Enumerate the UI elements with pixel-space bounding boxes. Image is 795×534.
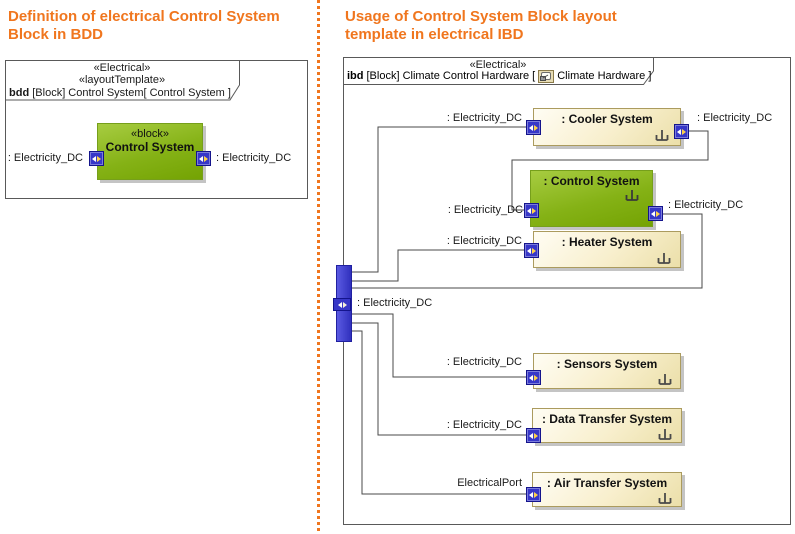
- data-transfer-left-port-label: : Electricity_DC: [446, 419, 522, 431]
- flow-right-arrow-icon: [532, 207, 536, 214]
- bdd-frame-header-shape: [5, 60, 240, 101]
- right-panel-title: Usage of Control System Block layout tem…: [345, 8, 617, 43]
- connector-bar-to-data-transfer[interactable]: [352, 322, 527, 436]
- port-cooler-left[interactable]: [526, 120, 541, 135]
- port-cooler-right[interactable]: [674, 124, 689, 139]
- port-heater-left[interactable]: [524, 243, 539, 258]
- flow-right-arrow-icon: [534, 124, 538, 131]
- flow-left-arrow-icon: [527, 247, 531, 254]
- control-left-port-label: : Electricity_DC: [447, 204, 523, 216]
- connector-bar-to-cooler[interactable]: [352, 126, 526, 273]
- flow-left-arrow-icon: [527, 207, 531, 214]
- flow-right-arrow-icon: [204, 155, 208, 162]
- bdd-diagram-kind: bdd: [9, 87, 30, 99]
- left-panel-title: Definition of electrical Control System …: [8, 8, 280, 43]
- bdd-stereotype-electrical: «Electrical»: [93, 62, 151, 74]
- port-air-transfer-left[interactable]: [526, 487, 541, 502]
- part-air-transfer-system[interactable]: : Air Transfer System: [532, 472, 682, 507]
- flow-left-arrow-icon: [529, 432, 533, 439]
- flow-right-arrow-icon: [656, 210, 660, 217]
- air-transfer-left-port-label: ElectricalPort: [457, 477, 522, 489]
- part-sensors-system[interactable]: : Sensors System: [533, 353, 681, 389]
- block-name: Control System: [105, 140, 195, 154]
- bdd-stereotype-layout-template: «layoutTemplate»: [78, 74, 166, 86]
- port-sensors-left[interactable]: [526, 370, 541, 385]
- structure-icon: [655, 130, 669, 141]
- connector-bar-to-sensors[interactable]: [352, 313, 527, 378]
- ibd-stereotype-electrical: «Electrical»: [469, 59, 527, 71]
- ibd-frame-header-shape: [343, 57, 654, 85]
- structure-icon: [657, 253, 671, 264]
- control-right-port-label: : Electricity_DC: [668, 199, 744, 211]
- block-stereotype: «block»: [131, 128, 169, 140]
- cooler-right-port-label: : Electricity_DC: [697, 112, 773, 124]
- dotted-separator: [317, 0, 320, 534]
- flow-left-arrow-icon: [677, 128, 681, 135]
- part-name: : Data Transfer System: [541, 412, 673, 426]
- flow-left-arrow-icon: [92, 155, 96, 162]
- flow-right-arrow-icon: [97, 155, 101, 162]
- part-heater-system[interactable]: : Heater System: [533, 231, 681, 268]
- bdd-block-control-system[interactable]: «block» Control System: [97, 123, 203, 180]
- flow-right-arrow-icon: [534, 374, 538, 381]
- ibd-diagram-icon: [538, 70, 555, 83]
- flow-left-arrow-icon: [529, 124, 533, 131]
- flow-right-arrow-icon: [682, 128, 686, 135]
- port-bdd-right[interactable]: [196, 151, 211, 166]
- connector-bar-to-heater[interactable]: [352, 249, 525, 282]
- flow-right-arrow-icon: [342, 301, 347, 308]
- part-name: : Sensors System: [556, 357, 658, 371]
- bdd-left-port-label: : Electricity_DC: [7, 152, 83, 164]
- structure-icon: [625, 190, 639, 201]
- port-control-right[interactable]: [648, 206, 663, 221]
- part-name: : Control System: [543, 174, 640, 188]
- flow-left-arrow-icon: [199, 155, 203, 162]
- part-cooler-system[interactable]: : Cooler System: [533, 108, 681, 146]
- part-data-transfer-system[interactable]: : Data Transfer System: [532, 408, 682, 443]
- part-control-system[interactable]: : Control System: [530, 170, 653, 227]
- part-name: : Heater System: [561, 235, 653, 249]
- flow-left-arrow-icon: [529, 491, 533, 498]
- port-data-transfer-left[interactable]: [526, 428, 541, 443]
- bdd-right-port-label: : Electricity_DC: [216, 152, 292, 164]
- port-control-left[interactable]: [524, 203, 539, 218]
- connector-bar-to-air-transfer[interactable]: [352, 330, 527, 495]
- structure-icon: [658, 374, 672, 385]
- heater-left-port-label: : Electricity_DC: [446, 235, 522, 247]
- structure-icon: [658, 429, 672, 440]
- part-name: : Air Transfer System: [546, 476, 668, 490]
- flow-left-arrow-icon: [651, 210, 655, 217]
- port-bdd-left[interactable]: [89, 151, 104, 166]
- flow-left-arrow-icon: [529, 374, 533, 381]
- ibd-diagram-name-pre: [Block] Climate Control Hardware [: [366, 70, 536, 82]
- structure-icon: [658, 493, 672, 504]
- flow-right-arrow-icon: [534, 491, 538, 498]
- part-name: : Cooler System: [561, 112, 653, 126]
- flow-right-arrow-icon: [532, 247, 536, 254]
- flow-right-arrow-icon: [534, 432, 538, 439]
- bdd-diagram-name: [Block] Control System[ Control System ]: [32, 87, 231, 99]
- ibd-diagram-name-post: Climate Hardware ]: [557, 70, 652, 82]
- boundary-port-icon: [333, 298, 351, 311]
- sensors-left-port-label: : Electricity_DC: [446, 356, 522, 368]
- connector-control-to-bar[interactable]: [352, 213, 703, 289]
- boundary-port-label: : Electricity_DC: [357, 297, 433, 309]
- cooler-left-port-label: : Electricity_DC: [446, 112, 522, 124]
- ibd-diagram-kind: ibd: [347, 70, 364, 82]
- connector-cooler-to-control[interactable]: [511, 130, 709, 211]
- flow-left-arrow-icon: [337, 301, 342, 308]
